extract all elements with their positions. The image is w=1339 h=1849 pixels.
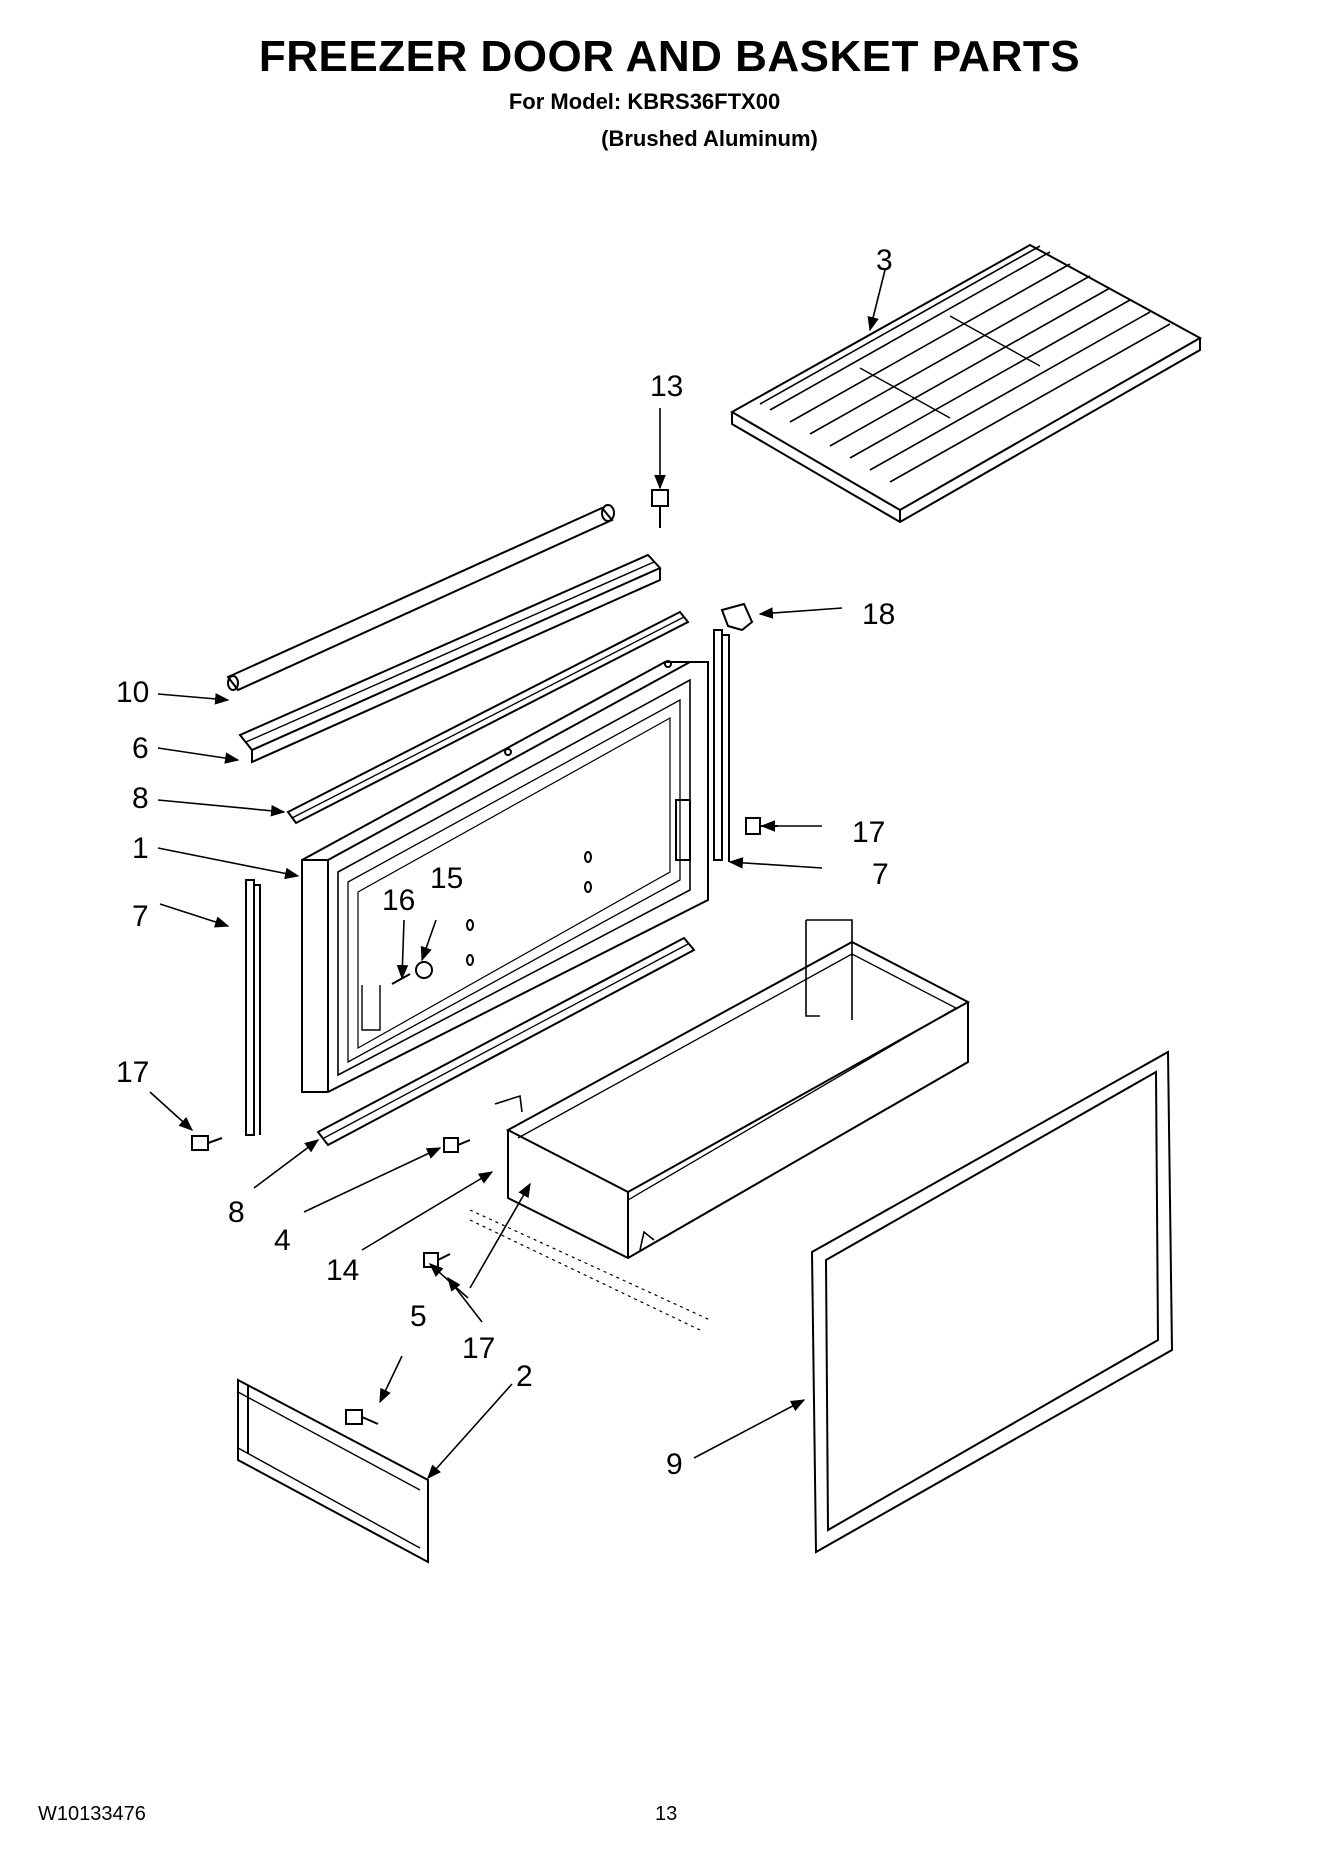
callout-16: 16 (382, 884, 415, 917)
document-number: W10133476 (38, 1803, 146, 1825)
callout-6: 6 (132, 732, 149, 765)
part-side-trim-right (713, 629, 730, 862)
part-door-frame (301, 660, 709, 1093)
callout-8-bottom: 8 (228, 1196, 245, 1229)
callout-1: 1 (132, 832, 149, 865)
callout-14: 14 (326, 1254, 359, 1287)
callout-9: 9 (666, 1448, 683, 1481)
callout-leaders (149, 269, 886, 1480)
callout-17-left: 17 (116, 1056, 149, 1089)
callout-5: 5 (410, 1300, 427, 1333)
callout-7-left: 7 (132, 900, 149, 933)
page-title: FREEZER DOOR AND BASKET PARTS (258, 32, 1081, 81)
part-freezer-basket (469, 919, 971, 1331)
callout-7-right: 7 (872, 858, 889, 891)
part-bottom-trim (237, 1378, 429, 1564)
callout-17-right: 17 (852, 816, 885, 849)
part-trim-rod (226, 504, 615, 692)
callout-4: 4 (274, 1224, 291, 1257)
callout-10: 10 (116, 676, 149, 709)
callout-17-center: 17 (462, 1332, 495, 1365)
part-side-trim-left (245, 879, 261, 1136)
callout-13: 13 (650, 370, 683, 403)
page-number: 13 (655, 1803, 678, 1825)
callout-8-top: 8 (132, 782, 149, 815)
part-clip (720, 602, 754, 632)
callout-15: 15 (430, 862, 463, 895)
callout-numbers: 3 13 18 10 6 8 1 16 15 17 7 7 17 8 4 14 … (116, 244, 895, 1481)
part-gasket-strip-bottom (316, 936, 696, 1147)
part-handle-extrusion (238, 553, 662, 764)
part-divider-grid (729, 243, 1203, 524)
callout-18: 18 (862, 598, 895, 631)
callout-3: 3 (876, 244, 893, 277)
callout-2: 2 (516, 1360, 533, 1393)
part-gasket-strip-top (286, 610, 690, 825)
part-screws (191, 489, 778, 1425)
part-door-gasket (810, 1050, 1174, 1554)
model-line: For Model: KBRS36FTX00 (508, 89, 781, 114)
finish-line: (Brushed Aluminum) (601, 126, 818, 151)
